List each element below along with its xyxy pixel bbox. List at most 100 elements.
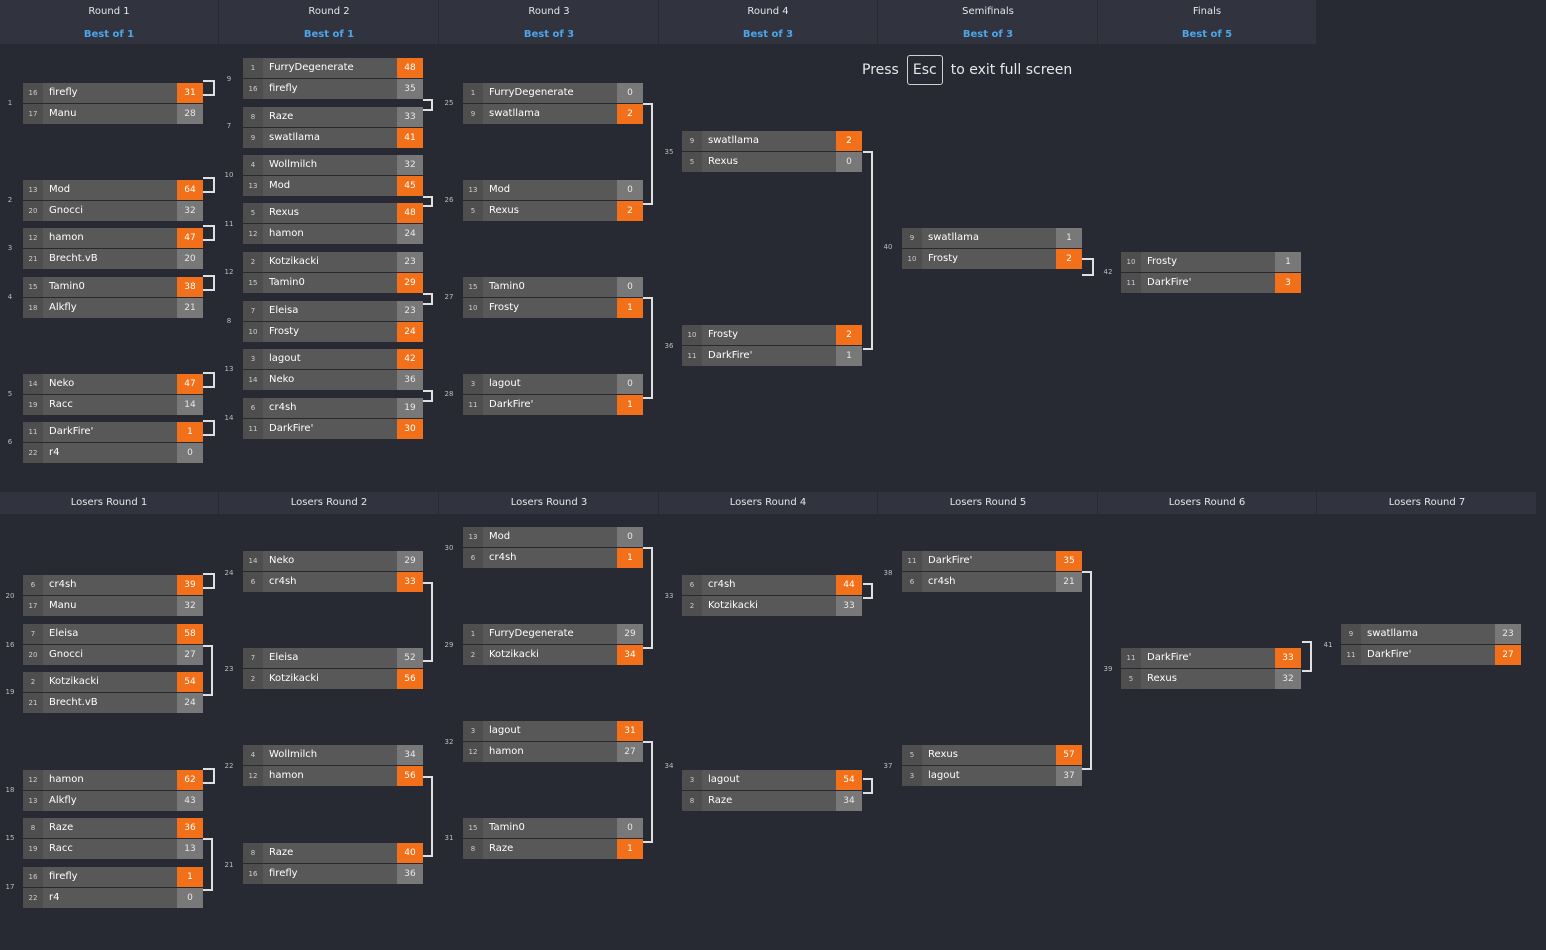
participant-row[interactable]: 13Mod64	[23, 180, 203, 200]
participant-row[interactable]: 10Frosty2	[902, 249, 1082, 269]
participant-row[interactable]: 8Raze40	[243, 843, 423, 863]
participant-row[interactable]: 21Brecht.vB20	[23, 249, 203, 269]
participant-row[interactable]: 14Neko47	[23, 374, 203, 394]
match-38[interactable]: 11DarkFire'356cr4sh21	[902, 551, 1082, 593]
match-26[interactable]: 13Mod05Rexus2	[463, 180, 643, 222]
participant-row[interactable]: 22r40	[23, 443, 203, 463]
participant-row[interactable]: 12hamon56	[243, 766, 423, 786]
participant-row[interactable]: 2Kotzikacki23	[243, 252, 423, 272]
participant-row[interactable]: 22r40	[23, 888, 203, 908]
participant-row[interactable]: 12hamon27	[463, 742, 643, 762]
participant-row[interactable]: 9swatllama2	[463, 104, 643, 124]
match-28[interactable]: 3lagout011DarkFire'1	[463, 374, 643, 416]
participant-row[interactable]: 20Gnocci32	[23, 201, 203, 221]
participant-row[interactable]: 6cr4sh19	[243, 398, 423, 418]
participant-row[interactable]: 5Rexus57	[902, 745, 1082, 765]
match-33[interactable]: 6cr4sh442Kotzikacki33	[682, 575, 862, 617]
match-10[interactable]: 4Wollmilch3213Mod45	[243, 155, 423, 197]
participant-row[interactable]: 16firefly35	[243, 79, 423, 99]
participant-row[interactable]: 8Raze34	[682, 791, 862, 811]
participant-row[interactable]: 11DarkFire'3	[1121, 273, 1301, 293]
match-1[interactable]: 16firefly3117Manu28	[23, 83, 203, 125]
participant-row[interactable]: 16firefly36	[243, 864, 423, 884]
participant-row[interactable]: 7Eleisa23	[243, 301, 423, 321]
participant-row[interactable]: 8Raze33	[243, 107, 423, 127]
match-22[interactable]: 4Wollmilch3412hamon56	[243, 745, 423, 787]
participant-row[interactable]: 14Neko29	[243, 551, 423, 571]
participant-row[interactable]: 15Tamin029	[243, 273, 423, 293]
match-19[interactable]: 2Kotzikacki5421Brecht.vB24	[23, 672, 203, 714]
participant-row[interactable]: 11DarkFire'30	[243, 419, 423, 439]
participant-row[interactable]: 16firefly31	[23, 83, 203, 103]
match-13[interactable]: 3lagout4214Neko36	[243, 349, 423, 391]
participant-row[interactable]: 7Eleisa52	[243, 648, 423, 668]
participant-row[interactable]: 12hamon62	[23, 770, 203, 790]
participant-row[interactable]: 13Mod0	[463, 180, 643, 200]
match-30[interactable]: 13Mod06cr4sh1	[463, 527, 643, 569]
participant-row[interactable]: 13Alkfly43	[23, 791, 203, 811]
participant-row[interactable]: 9swatllama2	[682, 131, 862, 151]
participant-row[interactable]: 1FurryDegenerate0	[463, 83, 643, 103]
match-24[interactable]: 14Neko296cr4sh33	[243, 551, 423, 593]
match-40[interactable]: 9swatllama110Frosty2	[902, 228, 1082, 270]
participant-row[interactable]: 6cr4sh33	[243, 572, 423, 592]
match-8[interactable]: 7Eleisa2310Frosty24	[243, 301, 423, 343]
participant-row[interactable]: 5Rexus48	[243, 203, 423, 223]
participant-row[interactable]: 13Mod0	[463, 527, 643, 547]
match-29[interactable]: 1FurryDegenerate292Kotzikacki34	[463, 624, 643, 666]
match-14[interactable]: 6cr4sh1911DarkFire'30	[243, 398, 423, 440]
participant-row[interactable]: 19Racc13	[23, 839, 203, 859]
match-4[interactable]: 15Tamin03818Alkfly21	[23, 277, 203, 319]
match-39[interactable]: 11DarkFire'335Rexus32	[1121, 648, 1301, 690]
match-23[interactable]: 7Eleisa522Kotzikacki56	[243, 648, 423, 690]
participant-row[interactable]: 11DarkFire'1	[23, 422, 203, 442]
match-31[interactable]: 15Tamin008Raze1	[463, 818, 643, 860]
match-34[interactable]: 3lagout548Raze34	[682, 770, 862, 812]
match-6[interactable]: 11DarkFire'122r40	[23, 422, 203, 464]
participant-row[interactable]: 9swatllama23	[1341, 624, 1521, 644]
participant-row[interactable]: 3lagout31	[463, 721, 643, 741]
participant-row[interactable]: 2Kotzikacki54	[23, 672, 203, 692]
match-18[interactable]: 12hamon6213Alkfly43	[23, 770, 203, 812]
participant-row[interactable]: 6cr4sh21	[902, 572, 1082, 592]
participant-row[interactable]: 15Tamin00	[463, 818, 643, 838]
participant-row[interactable]: 6cr4sh1	[463, 548, 643, 568]
match-21[interactable]: 8Raze4016firefly36	[243, 843, 423, 885]
participant-row[interactable]: 5Rexus2	[463, 201, 643, 221]
participant-row[interactable]: 10Frosty24	[243, 322, 423, 342]
participant-row[interactable]: 5Rexus0	[682, 152, 862, 172]
participant-row[interactable]: 10Frosty2	[682, 325, 862, 345]
match-37[interactable]: 5Rexus573lagout37	[902, 745, 1082, 787]
participant-row[interactable]: 21Brecht.vB24	[23, 693, 203, 713]
participant-row[interactable]: 1FurryDegenerate29	[463, 624, 643, 644]
participant-row[interactable]: 6cr4sh44	[682, 575, 862, 595]
match-2[interactable]: 13Mod6420Gnocci32	[23, 180, 203, 222]
participant-row[interactable]: 11DarkFire'1	[463, 395, 643, 415]
match-12[interactable]: 2Kotzikacki2315Tamin029	[243, 252, 423, 294]
participant-row[interactable]: 11DarkFire'1	[682, 346, 862, 366]
match-5[interactable]: 14Neko4719Racc14	[23, 374, 203, 416]
participant-row[interactable]: 20Gnocci27	[23, 645, 203, 665]
participant-row[interactable]: 1FurryDegenerate48	[243, 58, 423, 78]
match-27[interactable]: 15Tamin0010Frosty1	[463, 277, 643, 319]
participant-row[interactable]: 19Racc14	[23, 395, 203, 415]
participant-row[interactable]: 8Raze1	[463, 839, 643, 859]
participant-row[interactable]: 15Tamin00	[463, 277, 643, 297]
participant-row[interactable]: 17Manu32	[23, 596, 203, 616]
participant-row[interactable]: 12hamon24	[243, 224, 423, 244]
participant-row[interactable]: 7Eleisa58	[23, 624, 203, 644]
match-20[interactable]: 6cr4sh3917Manu32	[23, 575, 203, 617]
participant-row[interactable]: 18Alkfly21	[23, 298, 203, 318]
match-16[interactable]: 7Eleisa5820Gnocci27	[23, 624, 203, 666]
match-3[interactable]: 12hamon4721Brecht.vB20	[23, 228, 203, 270]
participant-row[interactable]: 13Mod45	[243, 176, 423, 196]
participant-row[interactable]: 14Neko36	[243, 370, 423, 390]
participant-row[interactable]: 11DarkFire'33	[1121, 648, 1301, 668]
participant-row[interactable]: 4Wollmilch34	[243, 745, 423, 765]
participant-row[interactable]: 3lagout0	[463, 374, 643, 394]
participant-row[interactable]: 4Wollmilch32	[243, 155, 423, 175]
participant-row[interactable]: 12hamon47	[23, 228, 203, 248]
match-36[interactable]: 10Frosty211DarkFire'1	[682, 325, 862, 367]
participant-row[interactable]: 8Raze36	[23, 818, 203, 838]
match-7[interactable]: 8Raze339swatllama41	[243, 107, 423, 149]
